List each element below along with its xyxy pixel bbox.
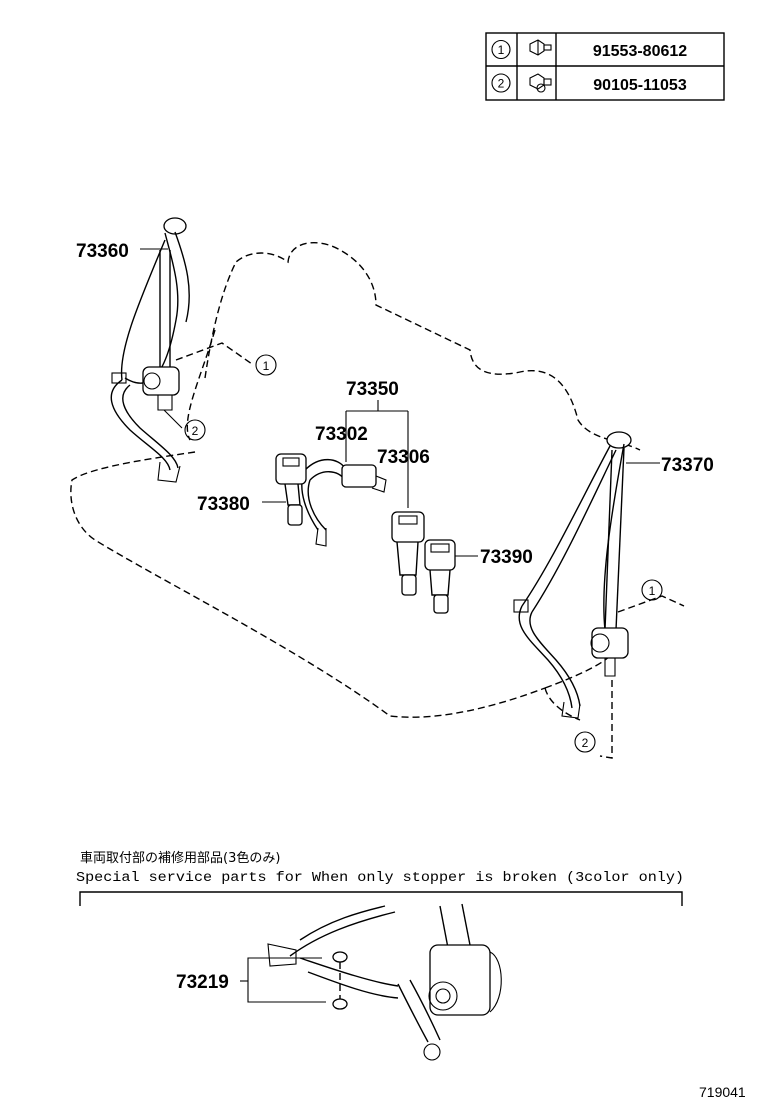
part-label-73380: 73380 — [197, 494, 250, 515]
fastener-part-number-2: 90105-11053 — [593, 77, 687, 94]
callout-circle-left-1 — [255, 354, 277, 376]
center-lap-belt-73302 — [301, 458, 387, 547]
buckle-73306 — [391, 511, 425, 596]
note-japanese: 車両取付部の補修用部品(3色のみ) — [80, 850, 280, 866]
part-label-73306: 73306 — [377, 447, 430, 468]
buckle-73380 — [275, 453, 307, 526]
fastener-part-number-1: 91553-80612 — [593, 43, 687, 60]
callout-right-1: 1 — [649, 584, 656, 598]
bolt-icon — [529, 39, 552, 56]
part-label-73302: 73302 — [315, 424, 368, 445]
callout-circle-right-2 — [574, 731, 596, 753]
fastener-ref-2: 2 — [498, 77, 505, 91]
stopper-detail-73219 — [267, 903, 502, 1061]
part-label-73350: 73350 — [346, 379, 399, 400]
fastener-row-1: 1 91553-80612 — [491, 39, 687, 60]
part-label-73360: 73360 — [76, 241, 129, 262]
fastener-ref-1: 1 — [498, 43, 505, 57]
left-seat-belt-73360 — [110, 217, 190, 483]
nut-icon — [529, 73, 552, 93]
part-label-73370: 73370 — [661, 455, 714, 476]
part-label-73390: 73390 — [480, 547, 533, 568]
fastener-row-2: 2 90105-11053 — [491, 73, 687, 94]
callout-circle-right-1 — [641, 579, 663, 601]
callout-left-2: 2 — [192, 424, 199, 438]
right-seat-belt-73370 — [513, 431, 632, 719]
callout-right-2: 2 — [582, 736, 589, 750]
note-english: Special service parts for When only stop… — [76, 871, 684, 886]
callout-circle-left-2 — [184, 419, 206, 441]
figure-number: 719041 — [699, 1084, 746, 1100]
part-label-73219: 73219 — [176, 972, 229, 993]
buckle-73390 — [424, 539, 456, 614]
note-bracket — [79, 891, 683, 906]
callout-left-1: 1 — [263, 359, 270, 373]
fastener-table: 1 91553-80612 2 90105-11053 — [485, 32, 725, 101]
